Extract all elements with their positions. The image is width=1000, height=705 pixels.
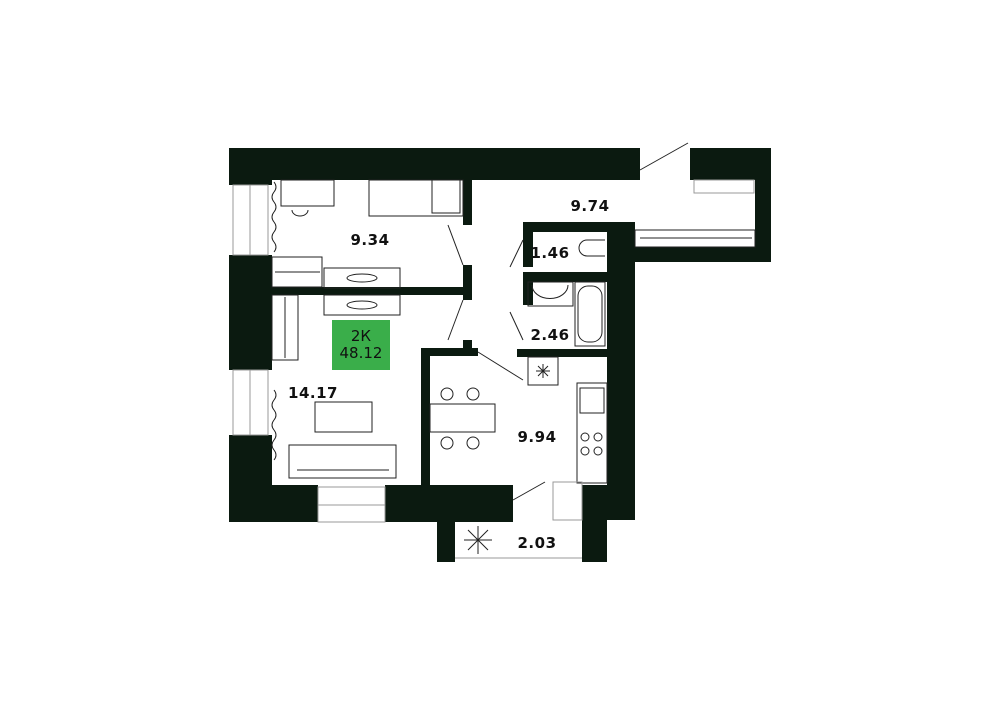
plant-icon	[464, 526, 492, 554]
loggia-area: 2.03	[517, 534, 557, 552]
hallway-area: 9.74	[570, 197, 610, 215]
apartment-total-area: 48.12	[339, 344, 383, 362]
furniture	[232, 142, 756, 559]
apartment-badge: 2К 48.12	[332, 320, 390, 370]
bathroom-area: 2.46	[530, 326, 570, 344]
walls	[229, 148, 771, 562]
apartment-type: 2К	[350, 327, 372, 345]
bedroom-area: 9.34	[350, 231, 390, 249]
fridge-snowflake-icon	[536, 364, 550, 378]
living-room-area: 14.17	[288, 384, 338, 402]
kitchen-area: 9.94	[517, 428, 557, 446]
toilet-area: 1.46	[530, 244, 570, 262]
